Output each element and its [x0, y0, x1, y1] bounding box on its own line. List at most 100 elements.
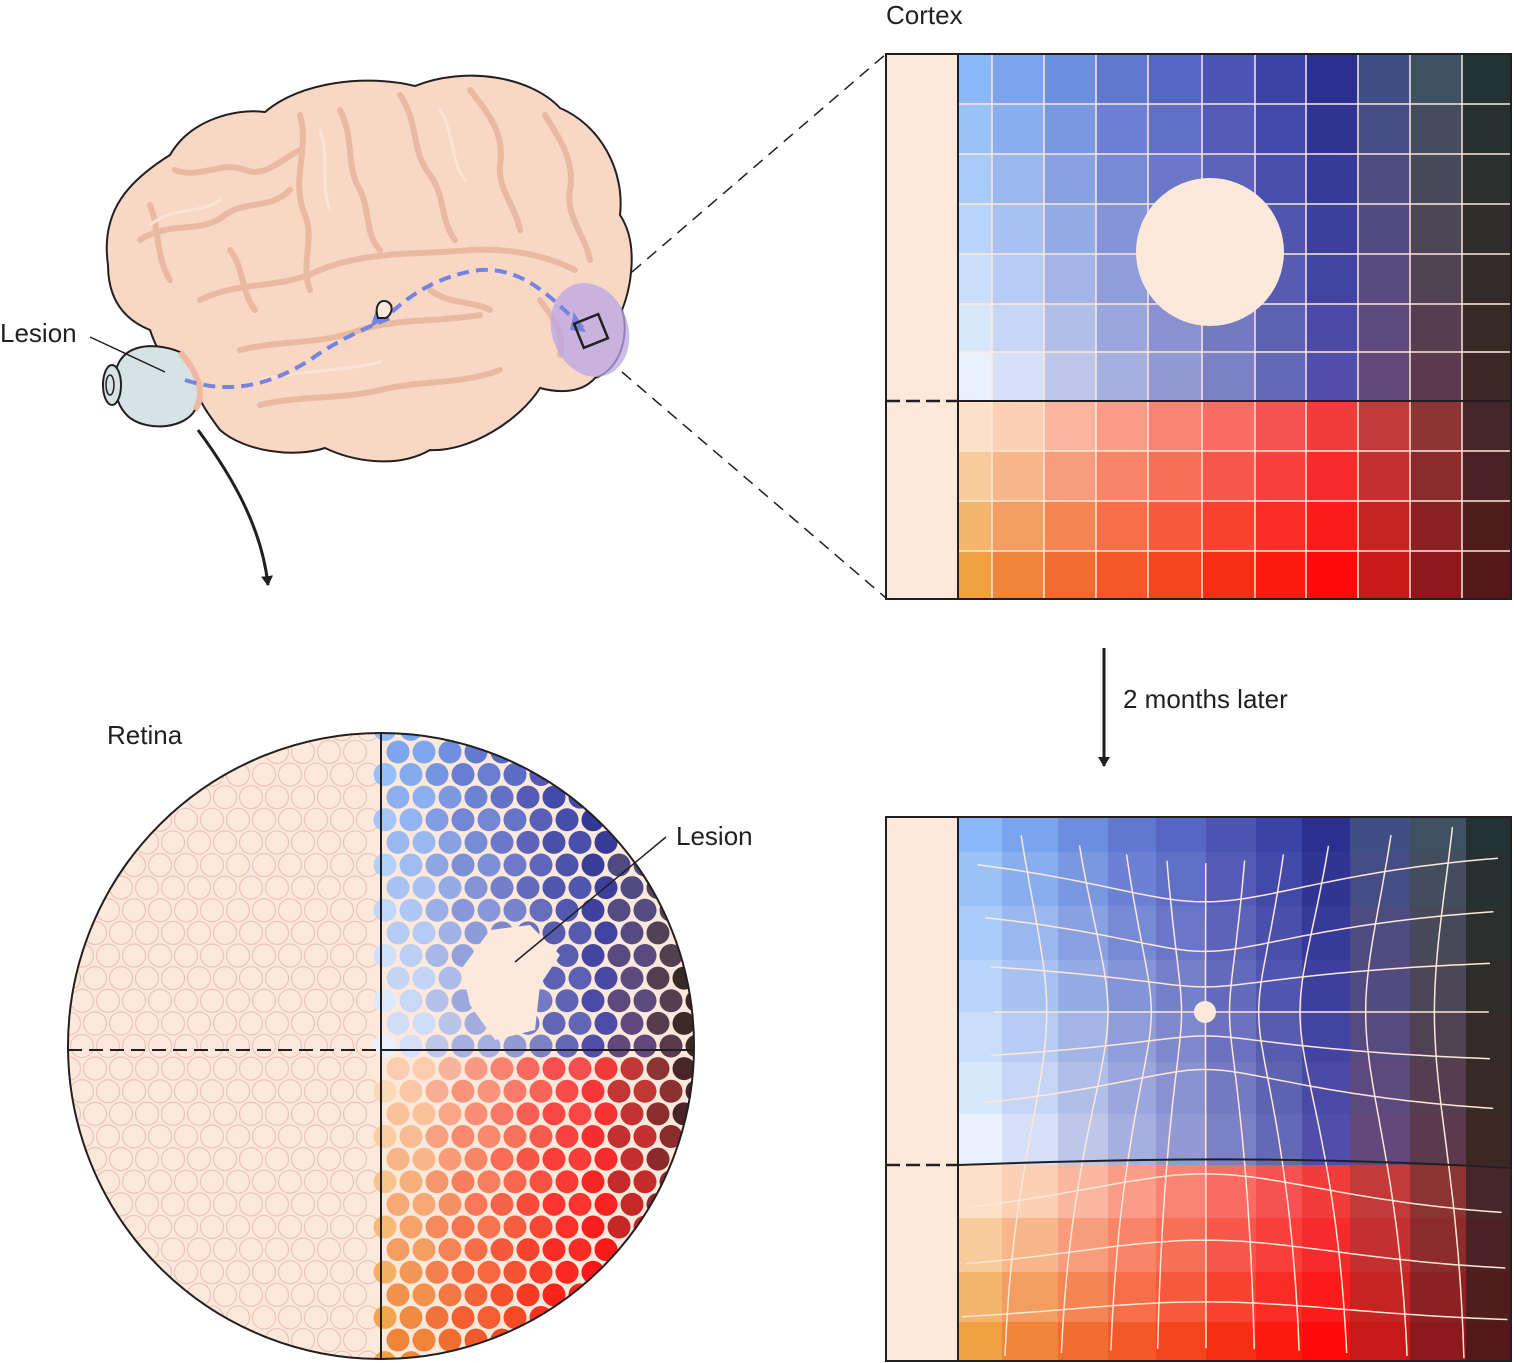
cortex-cell: [1410, 1114, 1466, 1165]
retina-cell: [386, 966, 410, 990]
cortex-cell: [1206, 852, 1256, 906]
cortex-cell: [1058, 817, 1108, 852]
cortex-cell: [1462, 501, 1511, 551]
retina-cell: [373, 1351, 397, 1359]
cortex-cell: [1466, 1218, 1511, 1272]
retina-cell: [581, 808, 605, 832]
retina-cell-outline: [316, 1011, 342, 1036]
cortex-cell: [1156, 1114, 1206, 1165]
retina-cell: [555, 1260, 579, 1284]
cortex-cell: [1108, 1322, 1156, 1361]
retina-cell: [581, 1034, 605, 1058]
retina-cell-outline: [134, 1101, 160, 1126]
cortex-cell: [1156, 852, 1206, 906]
cortex-cell: [1462, 352, 1511, 401]
retina-cell: [529, 898, 553, 922]
cortex-initial-grid: [958, 54, 1511, 599]
cortex-cell: [1256, 1165, 1302, 1218]
cortex-cell: [1350, 1165, 1410, 1218]
optic-radiation: [390, 267, 587, 332]
cortex-cell: [1306, 304, 1358, 352]
retina-cell-outline: [303, 852, 329, 878]
retina-cell-outline: [316, 785, 342, 810]
retina-cell-outline: [186, 1056, 212, 1081]
retina-cell: [555, 1124, 579, 1148]
retina-cell: [399, 808, 423, 832]
retina-cell: [529, 1079, 553, 1103]
retina-cell-outline: [251, 1260, 277, 1285]
retina-cell-outline: [342, 1327, 368, 1353]
retina-cell-outline: [147, 852, 173, 878]
retina-cell-outline: [303, 1169, 329, 1194]
retina-cell-outline: [290, 785, 316, 810]
retina-cell: [386, 1238, 410, 1262]
retina-cell-outline: [329, 733, 355, 742]
retina-cell-outline: [212, 1011, 238, 1036]
cortex-cell: [958, 204, 992, 254]
cortex-cell: [1350, 1062, 1410, 1114]
retina-cell-outline: [303, 898, 329, 923]
retina-cell-outline: [290, 1237, 316, 1262]
retina-cell: [542, 1102, 566, 1126]
retina-cell-outline: [225, 852, 251, 878]
retina-cell: [386, 1102, 410, 1126]
retina-cell: [412, 921, 436, 945]
retina-cell-outline: [160, 1101, 186, 1126]
cortex-label: Cortex: [886, 0, 963, 30]
retina-cell: [516, 1283, 540, 1307]
cortex-cell: [1044, 254, 1096, 304]
retina-cell: [373, 808, 397, 832]
retina-cell-outline: [199, 1169, 225, 1194]
retina-cell-outline: [238, 1192, 264, 1217]
retina-cell-outline: [199, 1124, 225, 1149]
retina-cell: [490, 1192, 514, 1216]
cortex-cell: [1302, 1322, 1350, 1361]
cortex-cell: [958, 1114, 1002, 1165]
retina-cell-outline: [186, 875, 212, 900]
retina-cell: [542, 1192, 566, 1216]
retina-cell-outline: [238, 1056, 264, 1081]
retina-cell-outline: [186, 1146, 212, 1172]
cortex-cell: [1410, 1272, 1466, 1322]
retina-cell: [399, 989, 423, 1013]
retina-cell: [438, 1147, 462, 1171]
retina-cell: [477, 853, 501, 877]
retina-cell-outline: [290, 966, 316, 991]
cortex-cell: [958, 104, 992, 154]
retina-cell: [607, 1215, 631, 1239]
retina-cell-outline: [212, 1101, 238, 1126]
retina-cell-outline: [160, 1056, 186, 1081]
retina-cell-outline: [238, 920, 264, 946]
cortex-grid-line: [1204, 863, 1207, 1349]
retina-cell: [529, 1170, 553, 1194]
retina-cell-outline: [199, 807, 225, 832]
retina-cell: [581, 898, 605, 922]
retina-cell: [373, 898, 397, 922]
retina-cell: [490, 876, 514, 900]
retina-cell-outline: [121, 1033, 147, 1059]
cortex-cell: [1410, 254, 1462, 304]
cortex-cell: [1096, 501, 1148, 551]
retina-cell: [542, 785, 566, 809]
retina-cell-outline: [277, 898, 303, 923]
cortex-cell: [1466, 1062, 1511, 1114]
retina-cell: [412, 1147, 436, 1171]
cortex-cell: [1044, 204, 1096, 254]
retina-cell: [451, 853, 475, 877]
retina-cell: [425, 898, 449, 922]
cortex-cell: [1358, 551, 1410, 599]
retina-cell-outline: [355, 733, 381, 742]
retina-cell-outline: [277, 852, 303, 878]
retina-cell-outline: [264, 1192, 290, 1217]
cortex-cell: [1350, 906, 1410, 960]
cortex-cell: [1410, 551, 1462, 599]
retina-cell-outline: [329, 1350, 355, 1359]
retina-cell: [555, 989, 579, 1013]
retina-cell-outline: [290, 1056, 316, 1081]
cortex-grid-line: [985, 910, 1494, 953]
cortex-cell: [1202, 401, 1255, 451]
retina-cell: [477, 1170, 501, 1194]
retina-cell: [672, 1011, 694, 1035]
retina-cell: [477, 1124, 501, 1148]
cortex-cell: [1302, 1218, 1350, 1272]
